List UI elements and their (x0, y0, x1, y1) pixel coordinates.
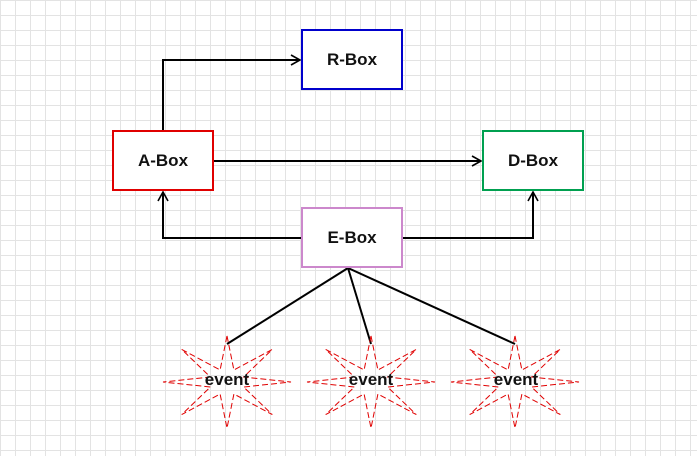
e-box-label: E-Box (327, 227, 377, 247)
event-2-label: event (348, 370, 394, 389)
event-star-outline (450, 335, 580, 429)
edge-e-to-d (403, 190, 539, 239)
edge-e-to-event-2 (347, 267, 372, 345)
d-box[interactable]: D-Box (482, 130, 584, 191)
a-box-label: A-Box (137, 150, 189, 170)
d-box-label: D-Box (507, 150, 559, 170)
e-box[interactable]: E-Box (301, 207, 403, 268)
a-box[interactable]: A-Box (112, 130, 214, 191)
event-star-outline (306, 335, 436, 429)
edge-e-to-a (157, 190, 301, 239)
event-star-icon (162, 335, 292, 429)
event-1-label: event (204, 370, 250, 389)
event-star-icon (306, 335, 436, 429)
event-3-label: event (493, 370, 539, 389)
event-star-icon (450, 335, 580, 429)
edge-e-to-event-3 (347, 267, 516, 345)
r-box-label: R-Box (326, 49, 378, 69)
edge-a-to-r (162, 54, 302, 130)
edge-e-to-event-1 (226, 267, 349, 345)
event-star-outline (162, 335, 292, 429)
r-box[interactable]: R-Box (301, 29, 403, 90)
